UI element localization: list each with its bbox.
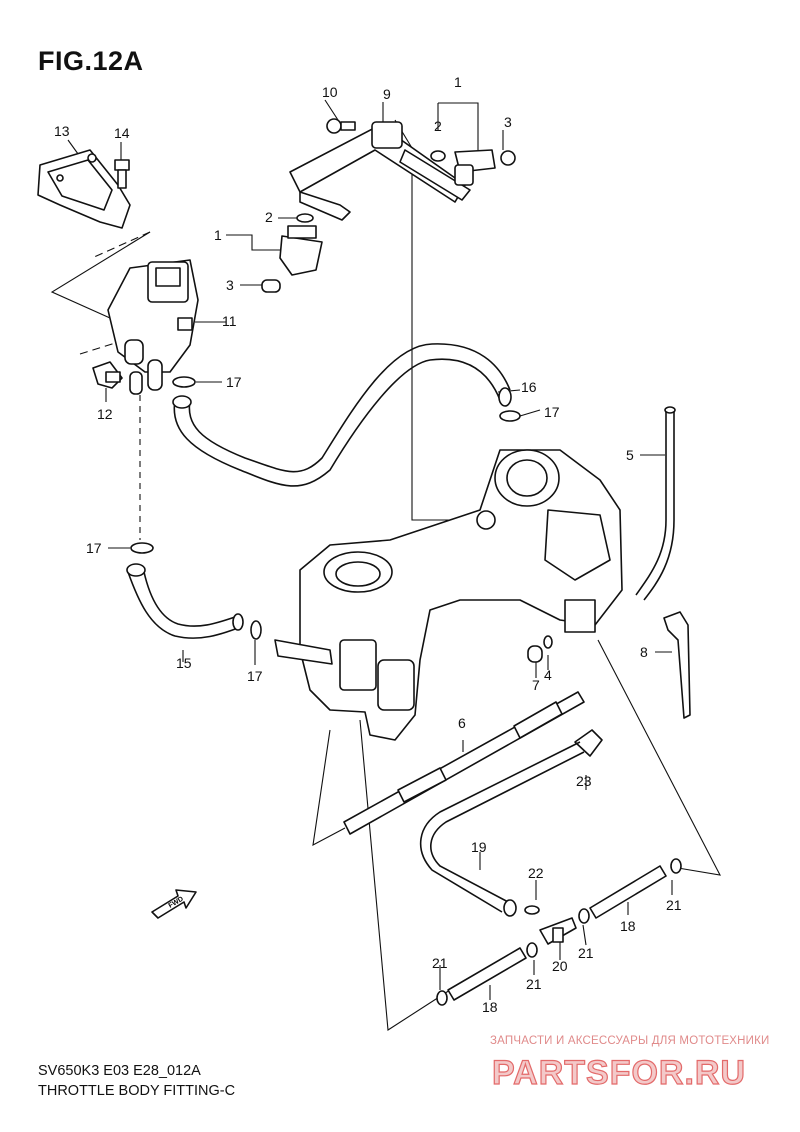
callout-2-lower: 2 [265, 209, 273, 225]
callout-21-b: 21 [526, 976, 542, 992]
air-valve-11 [107, 259, 199, 395]
hose-5 [635, 406, 676, 601]
callout-21-c: 21 [578, 945, 594, 961]
callout-6: 6 [458, 715, 466, 731]
callout-2-upper: 2 [434, 118, 442, 134]
cap-7 [527, 645, 543, 663]
bolt-14 [114, 159, 130, 189]
callout-21-d: 21 [666, 897, 682, 913]
figure-caption: THROTTLE BODY FITTING-C [38, 1083, 236, 1099]
callout-12: 12 [97, 406, 113, 422]
callout-16: 16 [521, 379, 537, 395]
callout-10: 10 [322, 84, 338, 100]
hose-19 [419, 741, 585, 917]
callout-19: 19 [471, 839, 487, 855]
watermark-logo: PARTSFOR.RU [491, 1053, 746, 1092]
callout-18-right: 18 [620, 918, 636, 934]
callout-22: 22 [528, 865, 544, 881]
bracket-13 [37, 149, 131, 229]
watermark-subtitle: ЗАПЧАСТИ И АКСЕССУАРЫ ДЛЯ МОТОТЕХНИКИ [490, 1035, 770, 1047]
clip-4 [543, 635, 553, 649]
hose-15 [126, 563, 244, 639]
hose-18-right [589, 865, 667, 919]
model-code: SV650K3 E03 E28_012A [38, 1063, 201, 1079]
clip-17-c [130, 542, 154, 554]
callout-17-d: 17 [247, 668, 263, 684]
bolt-10 [326, 118, 356, 134]
injector-1-lower [261, 213, 323, 293]
callout-3-upper: 3 [504, 114, 512, 130]
callout-1-upper: 1 [454, 74, 462, 90]
callout-17-a: 17 [226, 374, 242, 390]
hose-18-left [447, 947, 527, 1001]
clamp-23 [574, 729, 603, 757]
fuel-rail-9 [289, 121, 471, 221]
callout-numbers: 10 9 1 2 3 13 14 2 1 3 11 17 12 16 17 5 … [54, 74, 682, 1015]
callout-17-b: 17 [544, 404, 560, 420]
throttle-body-assembly [274, 449, 623, 741]
watermark-logo-text: PARTSFOR.RU [492, 1054, 746, 1092]
clip-21-b [526, 942, 538, 958]
callout-23: 23 [576, 773, 592, 789]
figure-title: FIG.12A [38, 46, 144, 76]
fwd-arrow-icon: FWD [151, 889, 197, 919]
callout-13: 13 [54, 123, 70, 139]
callout-11: 11 [222, 313, 237, 329]
callout-5: 5 [626, 447, 634, 463]
clip-17-a [172, 376, 196, 388]
hose-16 [172, 343, 512, 487]
cable-tie-8 [663, 611, 691, 719]
callout-1-lower: 1 [214, 227, 222, 243]
clip-22 [524, 905, 540, 915]
hose-6 [343, 691, 585, 835]
callout-4: 4 [544, 667, 552, 683]
callout-8: 8 [640, 644, 648, 660]
callout-7: 7 [532, 677, 540, 693]
callout-20: 20 [552, 958, 568, 974]
callout-9: 9 [383, 86, 391, 102]
clip-17-d [250, 620, 262, 640]
clip-21-a [436, 990, 448, 1006]
injector-1-upper [430, 149, 516, 186]
clip-21-d [670, 858, 682, 874]
bolt-12 [92, 361, 123, 389]
clip-21-c [578, 908, 590, 924]
callout-15: 15 [176, 655, 192, 671]
callout-17-c: 17 [86, 540, 102, 556]
callout-21-a: 21 [432, 955, 448, 971]
joint-20 [539, 917, 577, 945]
callout-3-lower: 3 [226, 277, 234, 293]
clip-17-b [499, 410, 521, 422]
callout-18-left: 18 [482, 999, 498, 1015]
callout-14: 14 [114, 125, 130, 141]
